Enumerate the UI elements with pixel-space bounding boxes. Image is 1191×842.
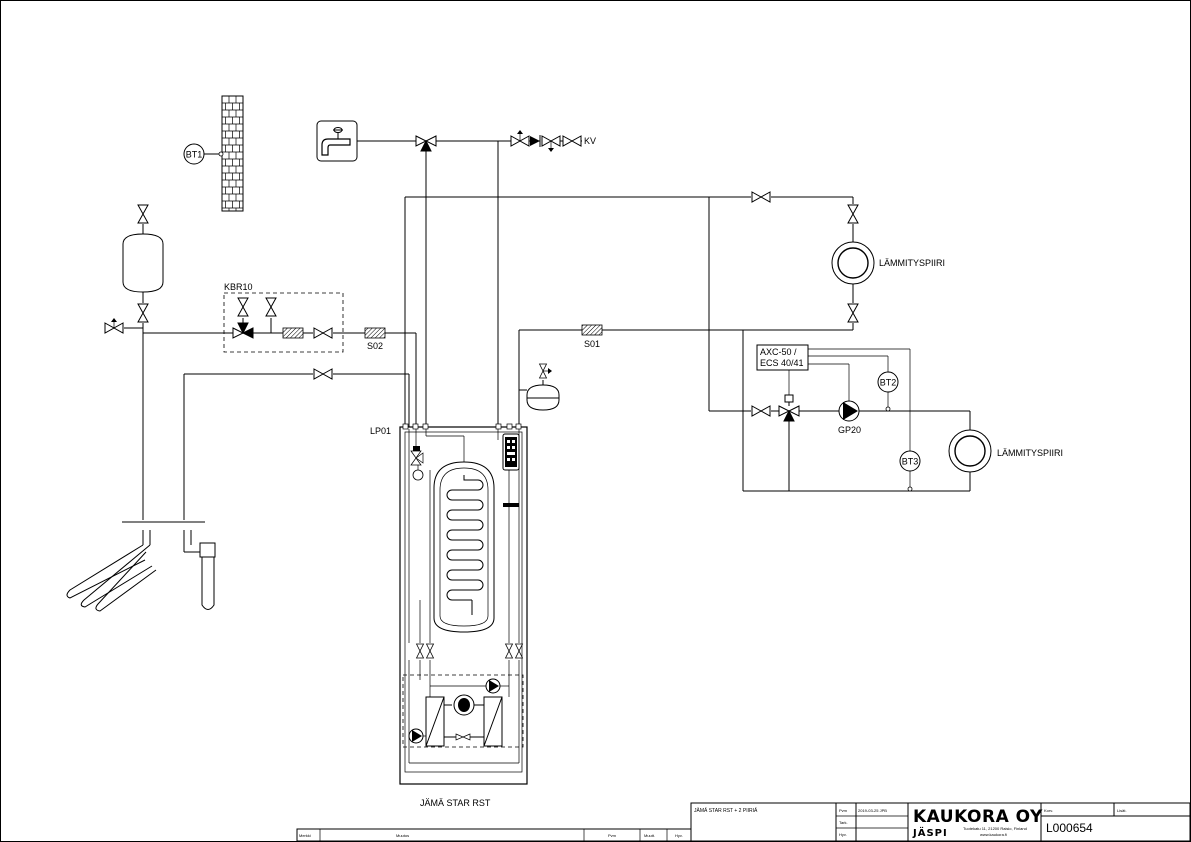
ground-collector-icon xyxy=(66,521,216,612)
domestic-water-piping xyxy=(357,140,582,427)
heating-circuit-2: LÄMMITYSPIIRI xyxy=(948,411,1063,491)
heating-flow-piping xyxy=(404,191,853,427)
bt2-label: BT2 xyxy=(880,378,897,388)
title-block: JÄMÄ STAR RST + 2 PIIRIÄ Pvm 2019-03-25 … xyxy=(690,802,1191,842)
cold-water-valve-group: KV xyxy=(510,130,596,152)
unit-shutoff-valves xyxy=(416,600,523,680)
controller-line1: AXC-50 / xyxy=(760,347,797,357)
rev-pvm: Pvm xyxy=(608,833,617,838)
bt3-label: BT3 xyxy=(902,457,919,467)
bt1-sensor: BT1 xyxy=(183,143,224,165)
lp01-label: LP01 xyxy=(370,426,391,436)
heating-circuit-1-label: LÄMMITYSPIIRI xyxy=(879,258,945,268)
heating-expansion-vessel xyxy=(519,363,560,411)
rev-muutos: Muutos xyxy=(396,833,409,838)
rev-muutt: Muutt. xyxy=(644,833,655,838)
rev-hyv: Hyv. xyxy=(675,833,683,838)
brine-filling-valve xyxy=(104,318,143,334)
pvm-label: Pvm xyxy=(839,808,848,813)
compressor-module xyxy=(402,674,524,748)
outdoor-wall xyxy=(221,95,244,212)
thermostatic-mixing-valve xyxy=(415,135,437,152)
s02-strainer: S02 xyxy=(364,327,417,427)
bt2-sensor: BT2 xyxy=(877,371,899,412)
s01-strainer xyxy=(581,324,603,336)
gp20-pump-icon: GP20 xyxy=(838,400,970,435)
circuit2-mixing-group xyxy=(751,394,839,491)
lisat-label: Lisät. xyxy=(1117,808,1127,813)
korv-label: Korv. xyxy=(1044,808,1053,813)
bt1-label: BT1 xyxy=(186,150,203,160)
brand-logo: JÄSPI xyxy=(912,825,948,839)
control-panel-icon xyxy=(502,433,520,471)
bt3-sensor: BT3 xyxy=(899,411,921,492)
brine-expansion-vessel xyxy=(122,204,164,520)
hot-water-tank xyxy=(433,461,519,633)
kbr10-filling-group: KBR10 xyxy=(143,282,365,353)
revision-table: Merkki Muutos Pvm Muutt. Hyv. xyxy=(296,828,692,842)
kv-label: KV xyxy=(584,136,596,146)
s01-label: S01 xyxy=(584,339,600,349)
lp01-valve-group xyxy=(410,446,424,481)
rev-merkki: Merkki xyxy=(299,833,311,838)
gp20-label: GP20 xyxy=(838,425,861,435)
hyv-label: Hyv. xyxy=(839,832,847,837)
unit-name-label: JÄMÄ STAR RST xyxy=(420,798,491,808)
controller-box: AXC-50 / ECS 40/41 xyxy=(756,344,911,411)
drawing-number: L000654 xyxy=(1046,821,1093,835)
company-logo: KAUKORA OY xyxy=(913,807,1043,827)
drawing-title: JÄMÄ STAR RST + 2 PIIRIÄ xyxy=(694,807,758,814)
company-address: Tuotekatu 11, 21200 Raisio, Finland xyxy=(963,826,1027,831)
heating-return-piping: S01 xyxy=(518,324,970,492)
kbr10-label: KBR10 xyxy=(224,282,253,292)
tark-label: Tark. xyxy=(839,820,848,825)
s02-label: S02 xyxy=(367,341,383,351)
company-web: www.kaukora.fi xyxy=(980,832,1007,837)
hot-water-tap-icon xyxy=(316,120,358,162)
brine-return-line xyxy=(183,368,410,520)
sensor-pocket xyxy=(503,503,519,507)
heating-circuit-1: LÄMMITYSPIIRI xyxy=(831,197,945,330)
date-value: 2019-03-25 JPB xyxy=(858,808,887,813)
controller-line2: ECS 40/41 xyxy=(760,358,804,368)
heating-circuit-2-label: LÄMMITYSPIIRI xyxy=(997,448,1063,458)
